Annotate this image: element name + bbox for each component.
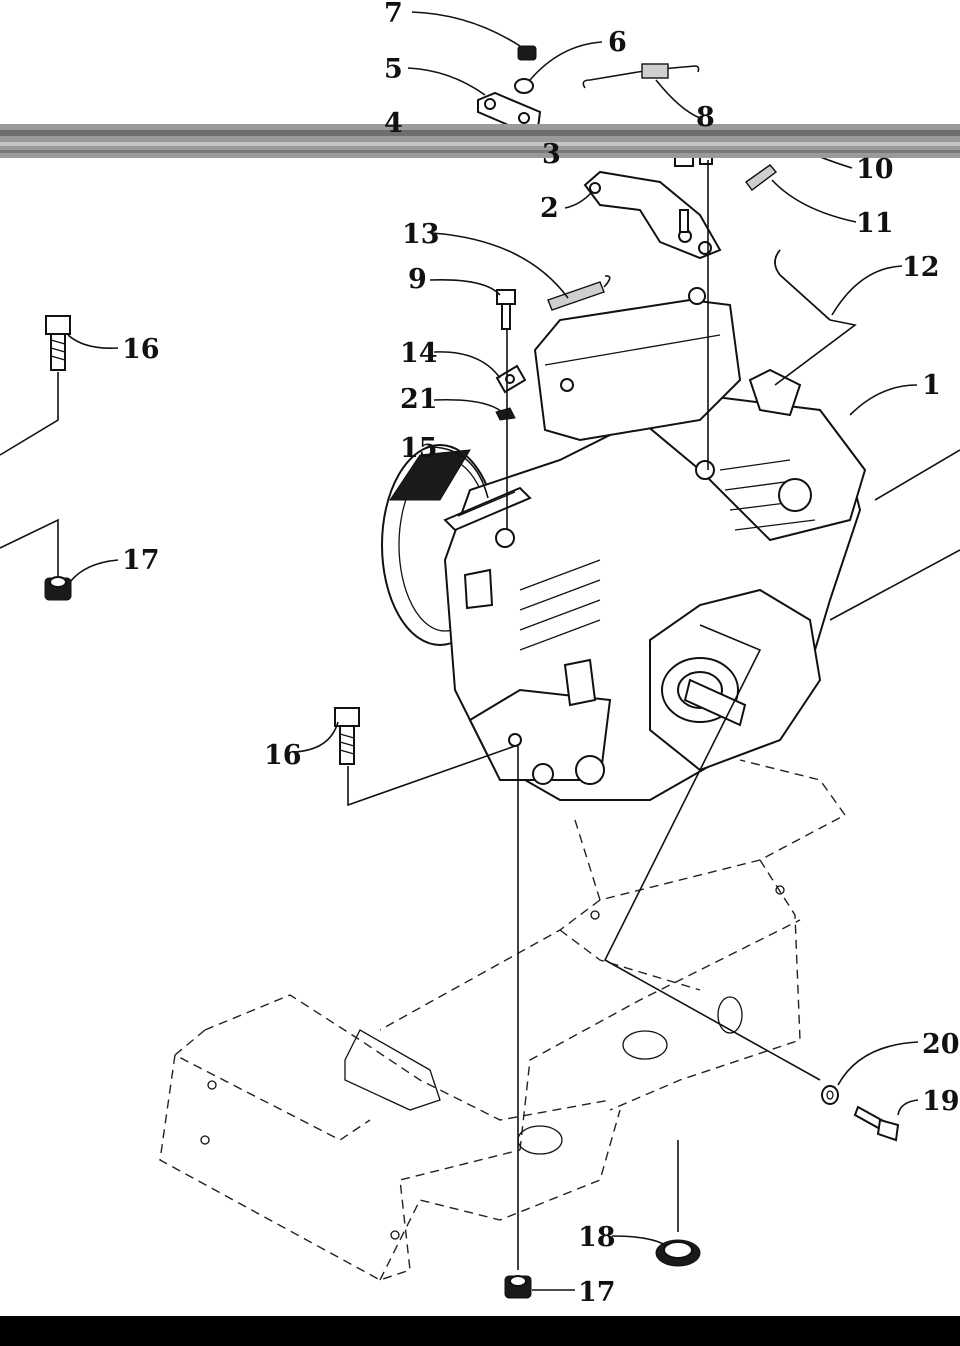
callout-7: 7 <box>384 0 403 29</box>
callout-8: 8 <box>696 102 715 133</box>
callout-18: 18 <box>578 1222 616 1253</box>
hardware-parts <box>44 45 900 1299</box>
callout-20: 20 <box>922 1029 960 1060</box>
callout-21: 21 <box>400 384 438 415</box>
leader-lines <box>0 11 960 1291</box>
callout-16-upper: 16 <box>122 334 160 365</box>
callout-9: 9 <box>408 264 427 295</box>
callout-labels: 7 6 5 8 4 3 10 2 11 13 12 9 16 14 1 21 1… <box>122 0 960 1308</box>
callout-2: 2 <box>540 193 559 224</box>
callout-17-upper: 17 <box>122 545 160 576</box>
callout-1: 1 <box>922 370 941 401</box>
chassis-frame <box>159 759 847 1281</box>
callout-16-lower: 16 <box>264 740 302 771</box>
callout-10: 10 <box>856 154 894 185</box>
scan-noise-band <box>0 124 960 158</box>
callout-19: 19 <box>922 1086 960 1117</box>
callout-13: 13 <box>402 219 440 250</box>
callout-15: 15 <box>400 433 438 464</box>
bottom-border-bar <box>0 1316 960 1346</box>
callout-17-lower: 17 <box>578 1277 616 1308</box>
callout-11: 11 <box>856 208 894 239</box>
callout-5: 5 <box>384 54 403 85</box>
callout-6: 6 <box>608 27 627 58</box>
callout-12: 12 <box>902 252 940 283</box>
callout-4: 4 <box>384 108 403 139</box>
callout-14: 14 <box>400 338 438 369</box>
callout-3: 3 <box>542 139 561 170</box>
engine-assembly <box>381 287 867 801</box>
